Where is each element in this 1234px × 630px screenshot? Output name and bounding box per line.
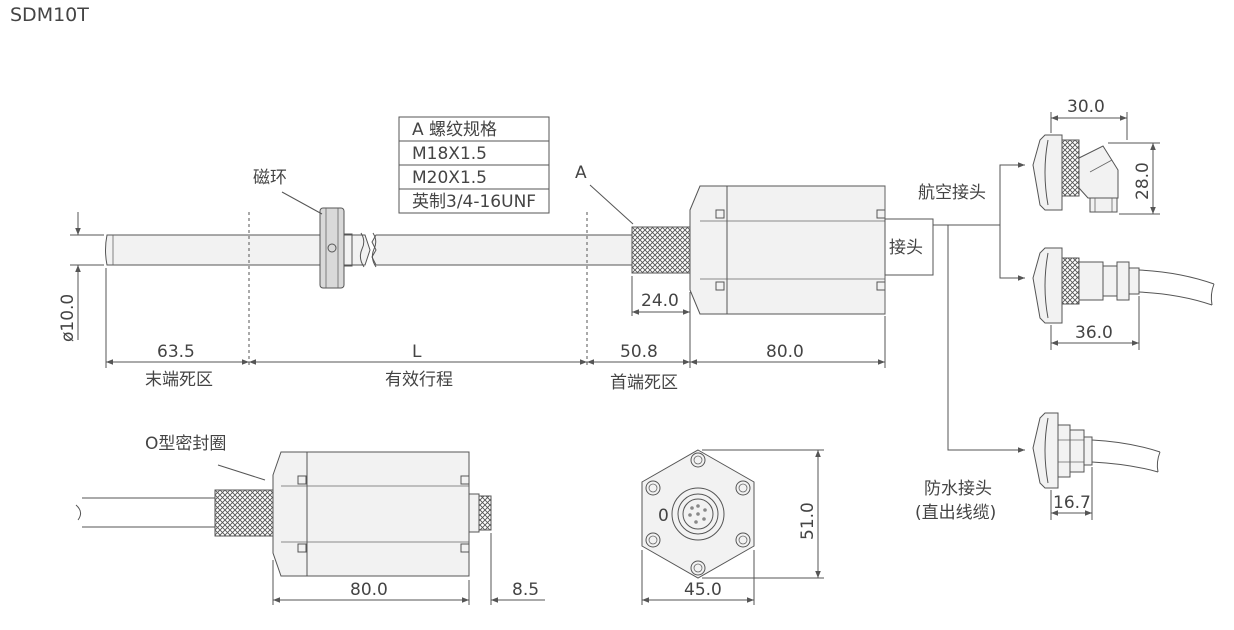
label-face-mark: 0 — [658, 506, 669, 526]
label-head-dead-zone: 首端死区 — [610, 373, 678, 393]
thread-spec-table: A 螺纹规格 M18X1.5 M20X1.5 英制3/4-16UNF — [398, 116, 550, 214]
label-end-dead-zone: 末端死区 — [145, 370, 213, 390]
thread-section — [631, 226, 691, 274]
label-waterproof-connector: 防水接头 — [924, 479, 992, 499]
dim-bottom-body-length: 80.0 — [350, 580, 388, 600]
thread-table-row: M20X1.5 — [412, 168, 487, 188]
dim-straight-length: 36.0 — [1075, 323, 1113, 343]
sensor-head — [689, 185, 886, 315]
dim-hex-width: 45.0 — [684, 580, 722, 600]
thread-table-header: A 螺纹规格 — [412, 120, 497, 140]
label-o-ring: O型密封圈 — [145, 434, 226, 454]
dim-elbow-width: 30.0 — [1067, 97, 1105, 117]
label-magnet-ring: 磁环 — [253, 168, 287, 188]
measuring-rod — [105, 234, 371, 266]
dim-rod-diameter: ø10.0 — [58, 294, 78, 342]
measuring-rod-right — [371, 234, 633, 266]
dim-elbow-height: 28.0 — [1133, 162, 1153, 200]
connector-box — [884, 218, 934, 276]
dim-end-dead-zone: 63.5 — [157, 342, 195, 362]
elbow-connector — [1032, 134, 1119, 213]
dim-head-dead-zone: 50.8 — [620, 342, 658, 362]
straight-connector — [1032, 247, 1215, 324]
dim-thread-length: 24.0 — [641, 291, 679, 311]
thread-table-row: M18X1.5 — [412, 144, 487, 164]
hex-end-view: 0 51.0 45.0 — [641, 449, 824, 605]
dim-stroke: L — [412, 342, 422, 362]
cable-gland — [1032, 412, 1161, 489]
dim-bottom-connector-length: 8.5 — [512, 580, 539, 600]
label-point-a: A — [575, 163, 587, 183]
thread-table-row: 英制3/4-16UNF — [412, 192, 536, 212]
dim-head-length: 80.0 — [766, 342, 804, 362]
sensor-bottom-view: O型密封圈 80.0 8.5 — [75, 434, 545, 605]
label-effective-stroke: 有效行程 — [385, 370, 453, 390]
sensor-side-view: 磁环 A 接头 A 螺纹规格 — [58, 116, 934, 393]
connector-options: 航空接头 防水接头 (直出线缆) 30.0 28.0 — [915, 97, 1215, 523]
model-title: SDM10T — [10, 4, 89, 26]
label-aviation-connector: 航空接头 — [918, 183, 986, 203]
dim-cable-gland-length: 16.7 — [1053, 493, 1091, 513]
dim-hex-height: 51.0 — [798, 502, 818, 540]
label-direct-cable: (直出线缆) — [915, 503, 996, 523]
magnet-ring — [319, 207, 353, 289]
label-connector: 接头 — [889, 238, 923, 258]
